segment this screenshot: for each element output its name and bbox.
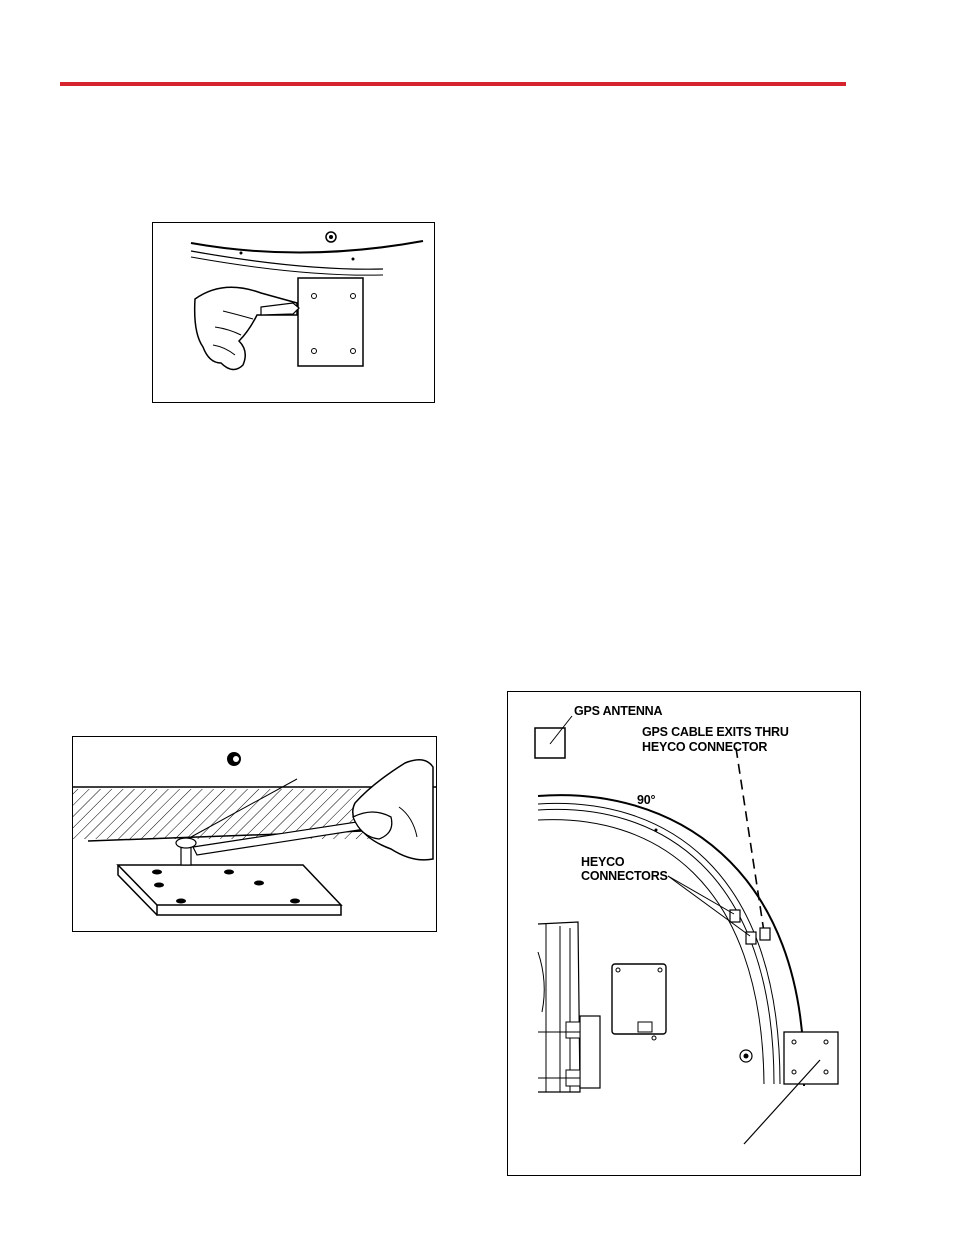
figure-fastening-plate <box>72 736 437 932</box>
cable-exit-label-line1: GPS CABLE EXITS THRU <box>642 725 789 739</box>
figure-marking-plate <box>152 222 435 403</box>
fastening-plate-illustration <box>73 752 436 916</box>
gps-antenna-diagram <box>534 715 839 1145</box>
figure-gps-antenna-diagram: GPS ANTENNA GPS CABLE EXITS THRU HEYCO C… <box>507 691 861 1176</box>
header-rule <box>60 82 846 86</box>
gps-antenna-label: GPS ANTENNA <box>574 704 663 718</box>
marking-plate-illustration <box>190 231 424 371</box>
angle-label: 90° <box>637 793 656 807</box>
gps-antenna-box <box>534 727 566 759</box>
heyco-connectors-label-line1: HEYCO <box>581 855 625 869</box>
heyco-connectors-label-line2: CONNECTORS <box>581 869 668 883</box>
cable-exit-label-line2: HEYCO CONNECTOR <box>642 740 768 754</box>
